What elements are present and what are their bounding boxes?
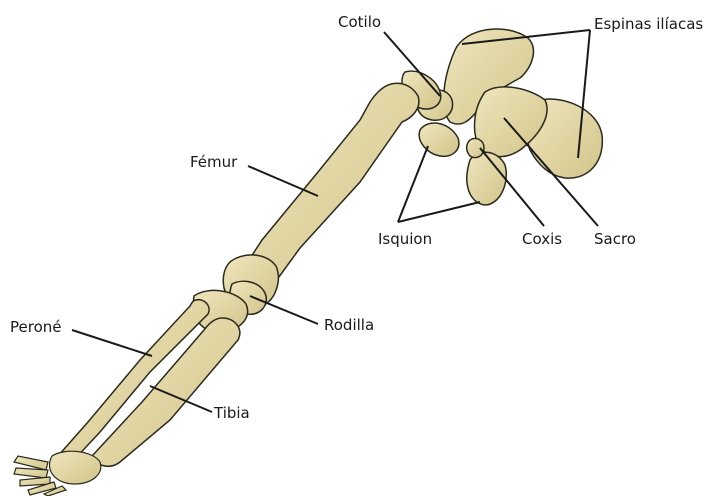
coccyx: [467, 138, 484, 157]
pelvis: [418, 29, 603, 205]
label-isquion: Isquion: [378, 230, 432, 248]
label-tibia: Tibia: [214, 404, 250, 422]
label-sacro: Sacro: [594, 230, 636, 248]
pubis-ring: [467, 152, 506, 205]
toe-2: [14, 468, 48, 478]
label-femur: Fémur: [190, 153, 237, 171]
leader-isquion-1: [398, 146, 428, 222]
leader-femur: [248, 166, 318, 196]
label-espinas-iliacas: Espinas ilíacas: [594, 15, 703, 33]
leader-lines: [72, 30, 598, 412]
femur: [223, 71, 441, 308]
leader-isquion-2: [398, 202, 480, 222]
label-coxis: Coxis: [522, 230, 562, 248]
leader-perone: [72, 330, 152, 356]
lower-leg: [58, 300, 240, 467]
foot: [14, 451, 101, 496]
label-cotilo: Cotilo: [338, 13, 381, 31]
label-rodilla: Rodilla: [324, 316, 374, 334]
ankle: [49, 451, 100, 484]
label-perone: Peroné: [10, 318, 62, 336]
